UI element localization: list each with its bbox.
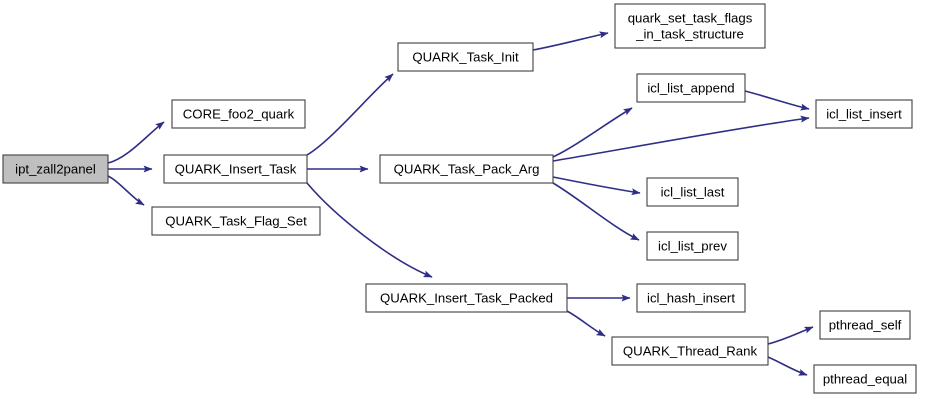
- node-box-QUARK_Insert_Task[interactable]: [163, 154, 308, 184]
- node-label-icl_list_append: icl_list_append: [647, 80, 734, 95]
- node-label-pthread_equal: pthread_equal: [823, 371, 907, 386]
- node-QUARK_Task_Init[interactable]: QUARK_Task_Init: [397, 42, 534, 72]
- node-box-pthread_equal[interactable]: [813, 364, 917, 394]
- edge-QUARK_Task_Pack_Arg-to-icl_list_last: [552, 176, 641, 196]
- node-box-ipt_zall2panel[interactable]: [2, 154, 109, 184]
- node-ipt_zall2panel[interactable]: ipt_zall2panel: [2, 154, 109, 184]
- node-label-QUARK_Task_Flag_Set: QUARK_Task_Flag_Set: [165, 213, 307, 228]
- node-QUARK_Thread_Rank[interactable]: QUARK_Thread_Rank: [611, 336, 769, 366]
- node-quark_set_task_flags_in_task_structure[interactable]: quark_set_task_flags_in_task_structure: [614, 3, 766, 49]
- node-box-QUARK_Thread_Rank[interactable]: [611, 336, 769, 366]
- node-label-QUARK_Insert_Task: QUARK_Insert_Task: [175, 161, 297, 176]
- edge-QUARK_Task_Pack_Arg-to-icl_list_prev: [552, 182, 640, 241]
- edge-ipt_zall2panel-to-CORE_foo2_quark: [107, 121, 165, 164]
- node-label-icl_list_insert: icl_list_insert: [826, 106, 902, 121]
- node-icl_list_append[interactable]: icl_list_append: [636, 73, 746, 103]
- edge-ipt_zall2panel-to-QUARK_Task_Flag_Set: [107, 175, 145, 206]
- node-box-quark_set_task_flags_in_task_structure[interactable]: [614, 3, 766, 49]
- edge-QUARK_Task_Pack_Arg-to-icl_list_append: [552, 107, 633, 158]
- node-QUARK_Insert_Task[interactable]: QUARK_Insert_Task: [163, 154, 308, 184]
- node-label-icl_list_prev: icl_list_prev: [658, 238, 727, 253]
- node-icl_list_insert[interactable]: icl_list_insert: [815, 99, 913, 129]
- node-CORE_foo2_quark[interactable]: CORE_foo2_quark: [171, 99, 306, 129]
- node-QUARK_Task_Pack_Arg[interactable]: QUARK_Task_Pack_Arg: [379, 154, 554, 184]
- node-icl_list_last[interactable]: icl_list_last: [646, 177, 739, 207]
- node-label-pthread_self: pthread_self: [829, 317, 902, 332]
- nodes-layer: ipt_zall2panel CORE_foo2_quarkQUARK_Inser…: [2, 3, 917, 394]
- node-box-QUARK_Task_Flag_Set[interactable]: [151, 206, 321, 236]
- node-label-ipt_zall2panel: ipt_zall2panel: [15, 161, 96, 176]
- node-box-icl_hash_insert[interactable]: [636, 283, 746, 313]
- node-pthread_self[interactable]: pthread_self: [819, 310, 911, 340]
- node-box-icl_list_prev[interactable]: [646, 231, 739, 261]
- edge-QUARK_Insert_Task_Packed-to-QUARK_Thread_Rank: [566, 310, 606, 337]
- node-QUARK_Task_Flag_Set[interactable]: QUARK_Task_Flag_Set: [151, 206, 321, 236]
- edge-icl_list_append-to-icl_list_insert: [744, 90, 810, 111]
- node-label-quark_set_task_flags_in_task_structure: _in_task_structure: [635, 26, 744, 41]
- node-label-icl_hash_insert: icl_hash_insert: [647, 290, 735, 305]
- node-icl_hash_insert[interactable]: icl_hash_insert: [636, 283, 746, 313]
- node-box-icl_list_append[interactable]: [636, 73, 746, 103]
- node-box-pthread_self[interactable]: [819, 310, 911, 340]
- edge-QUARK_Insert_Task-to-QUARK_Insert_Task_Packed: [306, 182, 433, 278]
- edge-QUARK_Task_Pack_Arg-to-icl_list_insert: [552, 115, 810, 162]
- node-label-quark_set_task_flags_in_task_structure: quark_set_task_flags: [628, 10, 753, 25]
- node-icl_list_prev[interactable]: icl_list_prev: [646, 231, 739, 261]
- node-box-QUARK_Insert_Task_Packed[interactable]: [365, 283, 568, 313]
- edge-QUARK_Thread_Rank-to-pthread_self: [767, 326, 814, 345]
- node-box-icl_list_last[interactable]: [646, 177, 739, 207]
- node-label-CORE_foo2_quark: CORE_foo2_quark: [183, 106, 295, 121]
- node-box-CORE_foo2_quark[interactable]: [171, 99, 306, 129]
- node-label-QUARK_Insert_Task_Packed: QUARK_Insert_Task_Packed: [380, 290, 553, 305]
- node-QUARK_Insert_Task_Packed[interactable]: QUARK_Insert_Task_Packed: [365, 283, 568, 313]
- node-label-QUARK_Task_Pack_Arg: QUARK_Task_Pack_Arg: [394, 161, 540, 176]
- node-box-icl_list_insert[interactable]: [815, 99, 913, 129]
- edge-QUARK_Task_Init-to-quark_set_task_flags_in_task_structure: [532, 31, 609, 51]
- node-label-icl_list_last: icl_list_last: [661, 184, 725, 199]
- edge-QUARK_Insert_Task-to-QUARK_Task_Init: [306, 73, 394, 156]
- node-box-QUARK_Task_Pack_Arg[interactable]: [379, 154, 554, 184]
- edges-layer: [107, 31, 814, 376]
- node-label-QUARK_Thread_Rank: QUARK_Thread_Rank: [623, 343, 758, 358]
- node-box-QUARK_Task_Init[interactable]: [397, 42, 534, 72]
- node-pthread_equal[interactable]: pthread_equal: [813, 364, 917, 394]
- edge-QUARK_Thread_Rank-to-pthread_equal: [767, 356, 808, 376]
- node-label-QUARK_Task_Init: QUARK_Task_Init: [412, 49, 519, 64]
